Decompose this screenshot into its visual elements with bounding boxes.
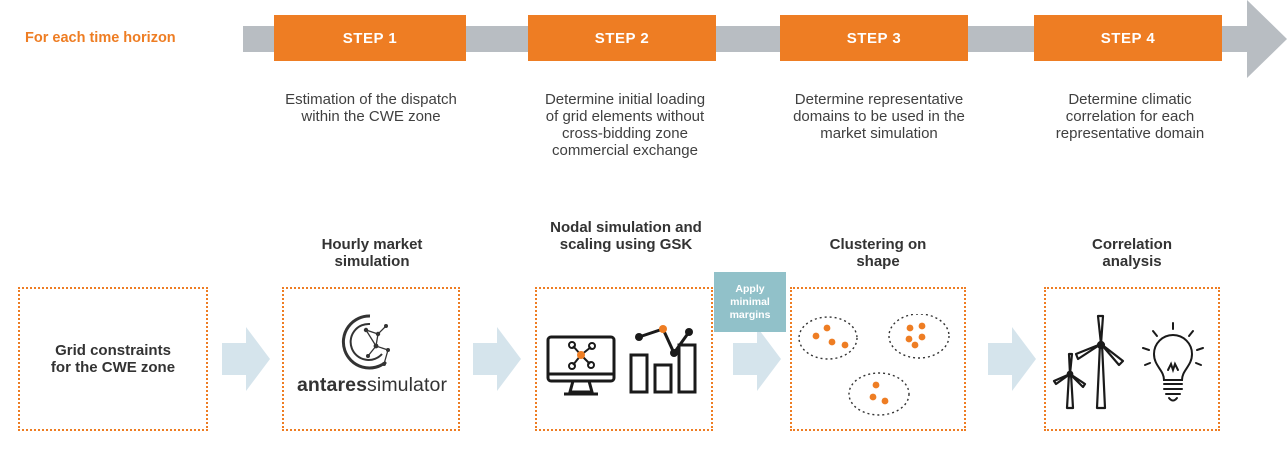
market-simulation-title: Hourly market simulation [321,236,423,270]
antares-logo-icon [341,314,390,370]
flow-arrow-3 [733,327,781,391]
light-bulb-icon [1142,322,1204,402]
apply-margins-label: Apply minimal margins [729,282,771,321]
grid-constraints-box: Grid constraints for the CWE zone [18,287,208,431]
apply-margins-box: Apply minimal margins [714,272,786,332]
nodal-simulation-title: Nodal simulation and scaling using GSK [550,219,702,253]
antares-logo-rest: simulator [367,374,448,396]
nodal-simulation-box [535,287,713,431]
flow-arrow-2 [473,327,521,391]
step-3-description: Determine representative domains to be u… [793,91,965,142]
timeline-arrow [243,0,1287,78]
time-horizon-label: For each time horizon [25,30,176,46]
correlation-box [1044,287,1220,431]
wind-turbines-icon [1052,314,1125,410]
flow-arrow-1 [222,327,270,391]
clustering-box [790,287,966,431]
step-1-badge: STEP 1 [274,15,466,61]
step-2-description: Determine initial loading of grid elemen… [544,91,706,159]
bar-line-chart-icon [629,325,697,394]
step-4-badge: STEP 4 [1034,15,1222,61]
step-1-description: Estimation of the dispatch within the CW… [285,91,457,125]
market-simulation-box [282,287,460,431]
antares-logo-bold: antares [296,374,368,396]
grid-constraints-label: Grid constraints for the CWE zone [50,342,176,376]
antares-logo-text: antaressimulator [293,374,451,397]
step-4-description: Determine climatic correlation for each … [1055,91,1205,142]
correlation-title: Correlation analysis [1091,236,1172,270]
step-2-badge: STEP 2 [528,15,716,61]
flow-arrow-4 [988,327,1036,391]
clusters-icon [798,314,950,416]
clustering-title: Clustering on shape [829,236,927,270]
step-3-badge: STEP 3 [780,15,968,61]
monitor-network-icon [546,335,616,396]
